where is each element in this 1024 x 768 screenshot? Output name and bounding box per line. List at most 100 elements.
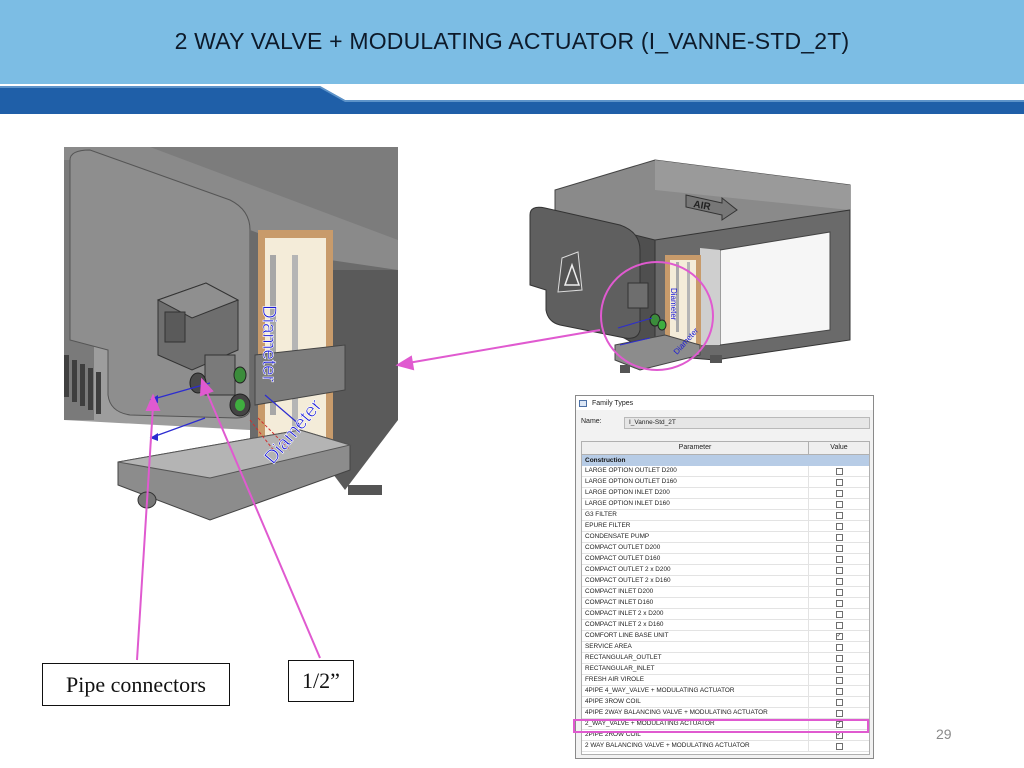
parameter-name: 4PIPE 4_WAY_VALVE + MODULATING ACTUATOR — [582, 686, 809, 696]
table-row[interactable]: COMPACT OUTLET D160 — [582, 554, 869, 565]
parameter-value-cell — [809, 499, 869, 509]
table-row[interactable]: COMPACT OUTLET 2 x D200 — [582, 565, 869, 576]
parameter-name: COMPACT OUTLET D160 — [582, 554, 809, 564]
table-row[interactable]: COMPACT OUTLET 2 x D160 — [582, 576, 869, 587]
parameter-checkbox[interactable] — [835, 588, 843, 596]
parameter-value-cell — [809, 543, 869, 553]
parameter-value-cell — [809, 554, 869, 564]
table-row[interactable]: LARGE OPTION INLET D160 — [582, 499, 869, 510]
table-row[interactable]: SERVICE AREA — [582, 642, 869, 653]
parameter-name: EPURE FILTER — [582, 521, 809, 531]
table-row[interactable]: COMPACT OUTLET D200 — [582, 543, 869, 554]
parameter-checkbox[interactable] — [835, 742, 843, 750]
table-header: Parameter Value — [582, 442, 869, 455]
table-row[interactable]: G3 FILTER — [582, 510, 869, 521]
parameter-value-cell — [809, 686, 869, 696]
table-row[interactable]: COMPACT INLET D160 — [582, 598, 869, 609]
parameter-checkbox[interactable] — [835, 478, 843, 486]
table-row[interactable]: LARGE OPTION INLET D200 — [582, 488, 869, 499]
table-row[interactable]: EPURE FILTER — [582, 521, 869, 532]
diameter-label: Diameter — [258, 305, 279, 383]
parameter-value-cell — [809, 653, 869, 663]
table-row[interactable]: RECTANGULAR_OUTLET — [582, 653, 869, 664]
parameter-checkbox[interactable]: ✓ — [835, 632, 843, 640]
parameter-name: COMPACT INLET D200 — [582, 587, 809, 597]
parameter-name: 2 WAY BALANCING VALVE + MODULATING ACTUA… — [582, 741, 809, 751]
dialog-title: Family Types — [592, 399, 634, 407]
parameter-name: LARGE OPTION INLET D160 — [582, 499, 809, 509]
parameter-checkbox[interactable] — [835, 654, 843, 662]
parameter-value-cell — [809, 576, 869, 586]
parameter-table: Parameter Value Construction LARGE OPTIO… — [581, 441, 870, 755]
parameter-name: COMPACT INLET 2 x D160 — [582, 620, 809, 630]
air-label: AIR — [692, 199, 712, 213]
parameter-checkbox[interactable] — [835, 665, 843, 673]
table-row[interactable]: 4PIPE 2WAY BALANCING VALVE + MODULATING … — [582, 708, 869, 719]
column-header-value[interactable]: Value — [830, 444, 848, 451]
group-header-construction[interactable]: Construction — [582, 455, 869, 466]
name-label: Name: — [581, 418, 602, 425]
parameter-name: COMFORT LINE BASE UNIT — [582, 631, 809, 641]
parameter-value-cell — [809, 741, 869, 751]
table-row[interactable]: 4PIPE 4_WAY_VALVE + MODULATING ACTUATOR — [582, 686, 869, 697]
header-stripe — [0, 84, 1024, 114]
parameter-name: COMPACT OUTLET 2 x D200 — [582, 565, 809, 575]
family-type-name-dropdown[interactable]: I_Vanne-Std_2T — [624, 417, 870, 429]
parameter-value-cell — [809, 708, 869, 718]
parameter-checkbox[interactable] — [835, 566, 843, 574]
parameter-value-cell — [809, 642, 869, 652]
parameter-checkbox[interactable] — [835, 533, 843, 541]
parameter-checkbox[interactable] — [835, 698, 843, 706]
table-row[interactable]: RECTANGULAR_INLET — [582, 664, 869, 675]
column-header-parameter[interactable]: Parameter — [582, 442, 809, 454]
parameter-checkbox[interactable] — [835, 522, 843, 530]
parameter-value-cell — [809, 697, 869, 707]
parameter-name: LARGE OPTION OUTLET D160 — [582, 477, 809, 487]
table-row[interactable]: COMPACT INLET 2 x D200 — [582, 609, 869, 620]
parameter-name: 2PIPE 2ROW COIL — [582, 730, 809, 740]
table-row[interactable]: COMPACT INLET D200 — [582, 587, 869, 598]
parameter-checkbox[interactable] — [835, 643, 843, 651]
slide-title: 2 WAY VALVE + MODULATING ACTUATOR (I_VAN… — [174, 28, 850, 54]
parameter-checkbox[interactable] — [835, 610, 843, 618]
table-row[interactable]: CONDENSATE PUMP — [582, 532, 869, 543]
parameter-value-cell — [809, 620, 869, 630]
table-row[interactable]: FRESH AIR VIROLE — [582, 675, 869, 686]
parameter-checkbox[interactable] — [835, 577, 843, 585]
parameter-checkbox[interactable] — [835, 599, 843, 607]
parameter-checkbox[interactable] — [835, 467, 843, 475]
table-row[interactable]: LARGE OPTION OUTLET D200 — [582, 466, 869, 477]
parameter-checkbox[interactable] — [835, 500, 843, 508]
parameter-checkbox[interactable] — [835, 687, 843, 695]
parameter-checkbox[interactable] — [835, 676, 843, 684]
table-row[interactable]: COMPACT INLET 2 x D160 — [582, 620, 869, 631]
parameter-checkbox[interactable] — [835, 511, 843, 519]
parameter-name: COMPACT INLET 2 x D200 — [582, 609, 809, 619]
parameter-checkbox[interactable] — [835, 544, 843, 552]
table-row[interactable]: 2_WAY_VALVE + MODULATING ACTUATOR✓ — [582, 719, 869, 730]
parameter-checkbox[interactable] — [835, 709, 843, 717]
parameter-name: RECTANGULAR_INLET — [582, 664, 809, 674]
parameter-name: RECTANGULAR_OUTLET — [582, 653, 809, 663]
table-row[interactable]: 2 WAY BALANCING VALVE + MODULATING ACTUA… — [582, 741, 869, 752]
parameter-checkbox[interactable] — [835, 489, 843, 497]
parameter-value-cell — [809, 675, 869, 685]
half-inch-callout: 1/2” — [288, 660, 354, 702]
parameter-checkbox[interactable]: ✓ — [835, 720, 843, 728]
zoom-highlight-circle — [600, 261, 714, 371]
table-row[interactable]: LARGE OPTION OUTLET D160 — [582, 477, 869, 488]
table-row[interactable]: COMFORT LINE BASE UNIT ✓ — [582, 631, 869, 642]
parameter-checkbox[interactable] — [835, 621, 843, 629]
parameter-name: COMPACT INLET D160 — [582, 598, 809, 608]
parameter-name: G3 FILTER — [582, 510, 809, 520]
table-row[interactable]: 4PIPE 3ROW COIL — [582, 697, 869, 708]
diameter-label: Diameter — [669, 288, 678, 321]
parameter-name: FRESH AIR VIROLE — [582, 675, 809, 685]
parameter-value-cell — [809, 598, 869, 608]
parameter-checkbox[interactable] — [835, 555, 843, 563]
parameter-value-cell — [809, 510, 869, 520]
parameter-name: COMPACT OUTLET 2 x D160 — [582, 576, 809, 586]
